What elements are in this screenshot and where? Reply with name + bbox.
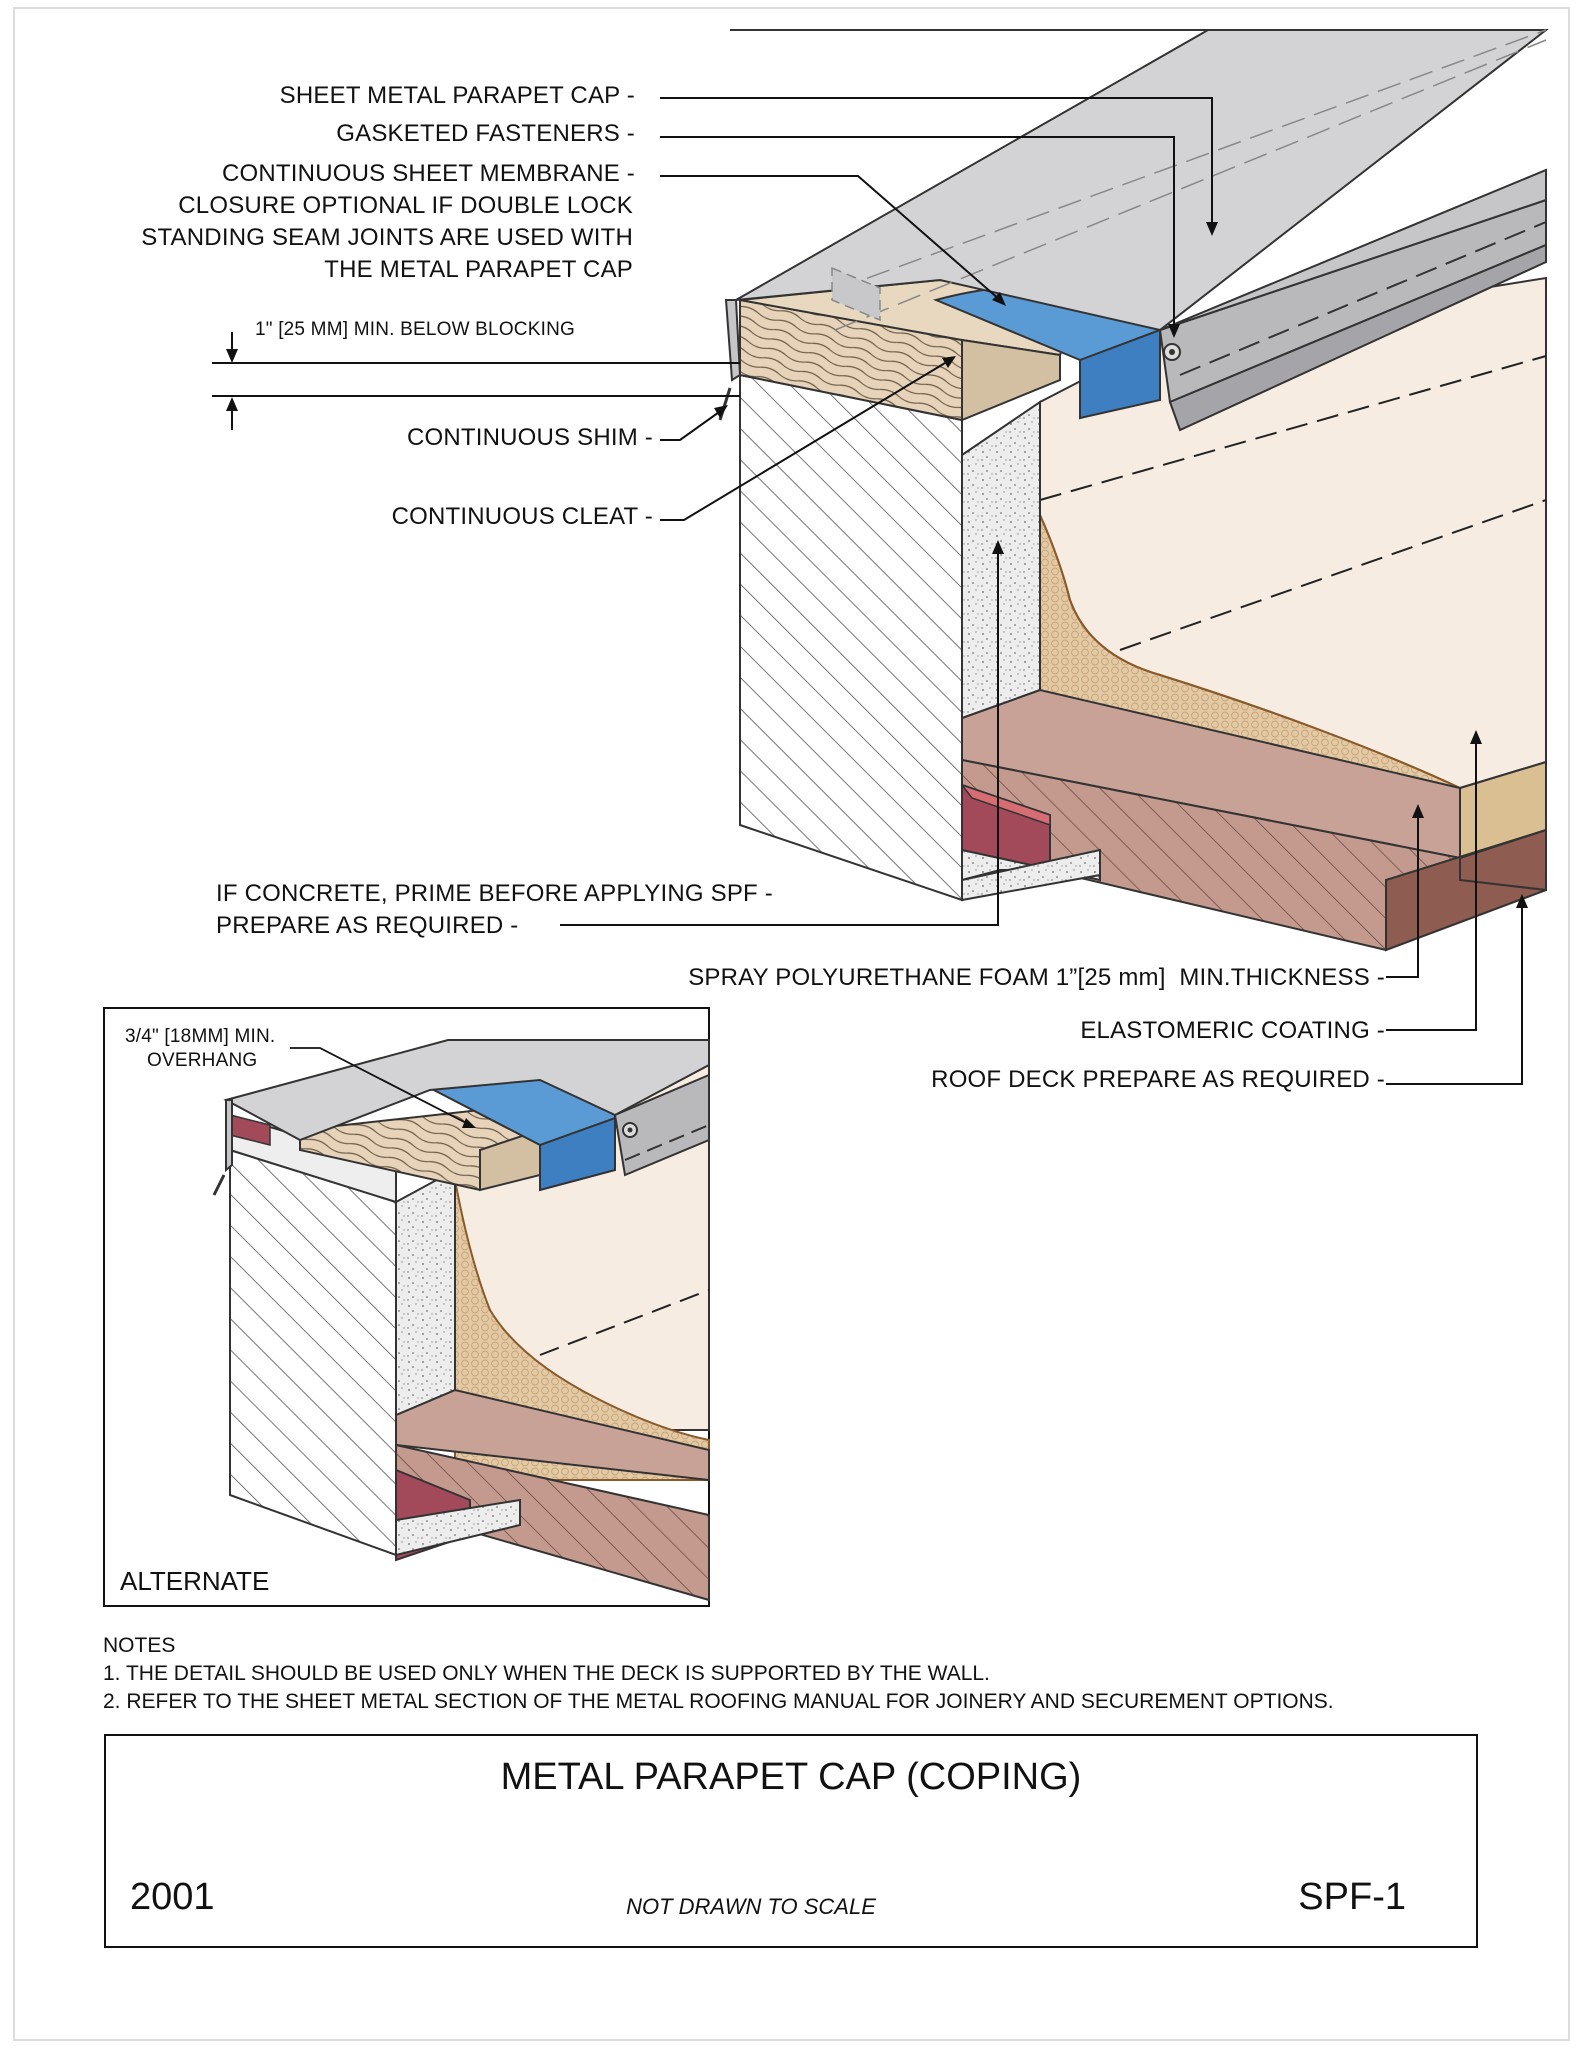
drawing-code: SPF-1 [1298, 1876, 1406, 1918]
drawing-year: 2001 [130, 1876, 215, 1918]
callout-gasketed-fasteners: GASKETED FASTENERS - [336, 120, 635, 147]
callout-concrete-line-1: IF CONCRETE, PRIME BEFORE APPLYING SPF - [216, 880, 773, 907]
callout-roof-deck: ROOF DECK PREPARE AS REQUIRED - [931, 1066, 1385, 1093]
inset-overhang-line-1: 3/4" [18MM] MIN. [125, 1026, 276, 1047]
callout-blocking: 1" [25 MM] MIN. BELOW BLOCKING [255, 319, 575, 340]
inset-alternate-label: ALTERNATE [120, 1566, 270, 1596]
notes-heading: NOTES [103, 1634, 176, 1657]
callout-parapet-cap: SHEET METAL PARAPET CAP - [279, 82, 635, 109]
callout-membrane-line-1: CONTINUOUS SHEET MEMBRANE - [222, 160, 635, 187]
main-detail [718, 29, 1549, 952]
callout-leaders [212, 97, 1528, 1085]
wall-insulation [961, 400, 1041, 720]
drawing-title: METAL PARAPET CAP (COPING) [500, 1756, 1082, 1798]
notes: NOTES 1. THE DETAIL SHOULD BE USED ONLY … [103, 1632, 1334, 1716]
callout-membrane-line-2: CLOSURE OPTIONAL IF DOUBLE LOCK [178, 192, 633, 219]
callout-membrane-line-4: THE METAL PARAPET CAP [324, 256, 633, 283]
note-item: 2. REFER TO THE SHEET METAL SECTION OF T… [103, 1690, 1334, 1713]
callout-concrete-line-2: PREPARE AS REQUIRED - [216, 912, 519, 939]
callout-shim: CONTINUOUS SHIM - [406, 424, 653, 451]
callout-spf: SPRAY POLYURETHANE FOAM 1”[25 mm] MIN.TH… [688, 964, 1385, 991]
callout-coating: ELASTOMERIC COATING - [1080, 1017, 1385, 1044]
callout-cleat: CONTINUOUS CLEAT - [391, 503, 653, 530]
scale-note: NOT DRAWN TO SCALE [626, 1894, 876, 1919]
alternate-inset [103, 1007, 710, 1607]
title-block: METAL PARAPET CAP (COPING) 2001 NOT DRAW… [104, 1734, 1478, 1948]
inset-overhang-line-2: OVERHANG [147, 1050, 258, 1071]
sheet-metal-cap [735, 29, 1549, 332]
callout-membrane-line-3: STANDING SEAM JOINTS ARE USED WITH [141, 224, 633, 251]
note-item: 1. THE DETAIL SHOULD BE USED ONLY WHEN T… [103, 1662, 990, 1685]
parapet-wall [739, 373, 963, 902]
